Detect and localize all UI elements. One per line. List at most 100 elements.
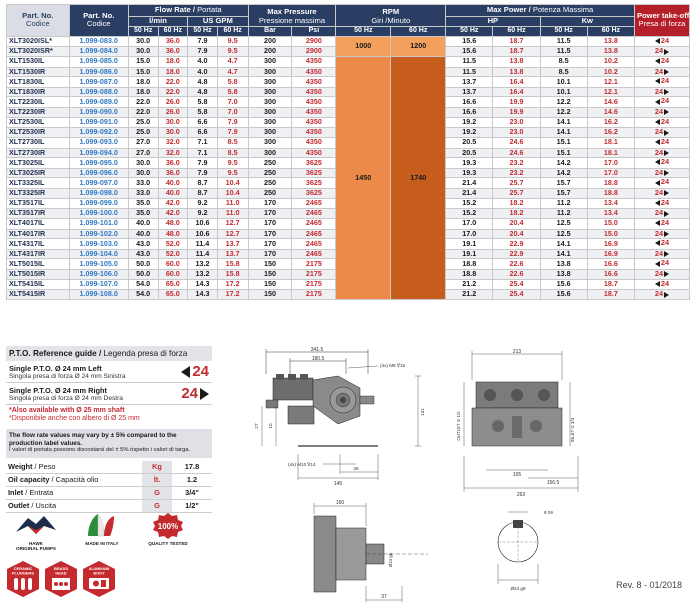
flow-lmin-60: 42.0 (157, 208, 189, 219)
power-kw-60: 12.1 (586, 86, 635, 98)
bolts-m8-label: (4x) M8 ∇15 (380, 363, 405, 368)
part-number: XLT2730IL (6, 136, 70, 149)
flow-gpm-60: 9.5 (216, 167, 249, 179)
flow-gpm-60: 13.7 (216, 248, 249, 260)
pressure-psi: 4350 (291, 127, 337, 138)
pto-right-icon: 24 (181, 385, 209, 402)
power-kw-50: 14.2 (539, 157, 588, 169)
unit-psi: Psi (291, 26, 337, 37)
power-hp-60: 16.4 (492, 76, 541, 88)
triangle-left-icon (654, 37, 660, 44)
part-number: XLT5015IR (6, 269, 70, 280)
power-kw-60: 16.2 (586, 127, 635, 138)
dim-156: 156.5 (547, 480, 560, 486)
triangle-right-icon (664, 89, 670, 95)
part-number: XLT5415IL (6, 278, 70, 291)
pto-right-row: Single P.T.O. Ø 24 mm Right Singola pres… (6, 383, 212, 405)
pressure-psi: 4350 (291, 66, 337, 77)
flow-gpm-50: 11.4 (187, 238, 218, 250)
pto-guide-title: P.T.O. Reference guide / Legenda presa d… (6, 346, 212, 361)
triangle-right-icon (664, 291, 670, 298)
pto-code: 24 (654, 289, 664, 299)
pressure-bar: 300 (247, 76, 293, 88)
flow-gpm-50: 4.0 (187, 66, 218, 77)
part-code: 1.099-105.0 (68, 258, 129, 270)
triangle-left-icon (654, 159, 660, 166)
pto-right-en: Single P.T.O. Ø 24 mm Right (9, 385, 108, 395)
pressure-psi: 2465 (291, 228, 337, 239)
hz-label: 60 Hz (586, 26, 635, 37)
triangle-left-icon (654, 98, 660, 105)
pto-cell: 24 (633, 188, 691, 199)
flow-lmin-60: 26.0 (157, 107, 189, 118)
quality-tested-badge: 100% QUALITY TESTED (138, 512, 198, 551)
shaft-diameter-label: Ø24 g6 (388, 552, 393, 567)
spec-value: 1.2 (172, 473, 212, 487)
part-code: 1.099-089.0 (68, 96, 129, 108)
power-kw-50: 14.2 (539, 167, 588, 179)
part-number: XLT3325IR (6, 188, 70, 199)
part-number: XLT3020ISL* (6, 35, 70, 48)
part-number: XLT3020ISR* (6, 46, 70, 57)
pto-code: 24 (660, 238, 670, 247)
flow-gpm-50: 7.1 (187, 136, 218, 149)
pto-cell: 24 (633, 228, 691, 239)
pto-code: 24 (654, 269, 664, 278)
power-kw-60: 12.1 (586, 76, 635, 88)
flow-gpm-50: 13.2 (187, 258, 218, 270)
flow-gpm-60: 7.9 (216, 127, 249, 138)
pressure-bar: 250 (247, 177, 293, 189)
flow-gpm-50: 4.0 (187, 55, 218, 68)
svg-text:CERAMIC: CERAMIC (14, 566, 33, 571)
power-hp-60: 13.8 (492, 55, 541, 68)
flow-lmin-50: 50.0 (127, 269, 159, 280)
quality-seal-icon: 100% (153, 513, 183, 539)
flow-lmin-60: 36.0 (157, 35, 189, 48)
triangle-right-icon (664, 48, 670, 55)
pressure-bar: 170 (247, 208, 293, 219)
flow-gpm-50: 7.9 (187, 157, 218, 169)
pressure-bar: 300 (247, 86, 293, 98)
flow-gpm-50: 7.1 (187, 147, 218, 158)
power-hp-60: 23.2 (492, 167, 541, 179)
pressure-psi: 2175 (291, 269, 337, 280)
pressure-bar: 250 (247, 167, 293, 179)
outlet-label: OUTLET G 1/2 (456, 411, 461, 441)
made-in-italy-badge: MADE IN ITALY (72, 512, 132, 551)
flow-lmin-50: 25.0 (127, 127, 159, 138)
triangle-left-icon (654, 280, 660, 287)
flow-lmin-60: 22.0 (157, 76, 189, 88)
power-hp-50: 21.4 (445, 188, 494, 199)
flow-lmin-50: 35.0 (127, 197, 159, 210)
power-kw-60: 13.4 (586, 208, 635, 219)
pto-cell: 24 (633, 136, 691, 149)
rpm-50-group1: 1000 (335, 35, 392, 57)
part-number: XLT3325IL (6, 177, 70, 189)
flow-lmin-60: 32.0 (157, 147, 189, 158)
part-number: XLT2730IR (6, 147, 70, 158)
flow-gpm-60: 7.0 (216, 96, 249, 108)
part-number: XLT1830IL (6, 76, 70, 88)
pto-cell: 24 (633, 269, 691, 280)
flow-gpm-60: 11.0 (216, 197, 249, 210)
power-kw-50: 8.5 (539, 66, 588, 77)
pto-code: 24 (654, 249, 664, 258)
flow-gpm-60: 4.7 (216, 55, 249, 68)
flow-gpm-50: 7.9 (187, 35, 218, 48)
pressure-psi: 2900 (291, 35, 337, 48)
dim-131: 131 (420, 408, 425, 416)
power-kw-50: 11.2 (539, 208, 588, 219)
part-code: 1.099-087.0 (68, 76, 129, 88)
flow-lmin-50: 22.0 (127, 107, 159, 118)
spec-unit: Kg (142, 460, 172, 474)
part-code: 1.099-092.0 (68, 127, 129, 138)
triangle-left-icon (654, 118, 660, 125)
power-hp-50: 19.3 (445, 157, 494, 169)
part-code: 1.099-101.0 (68, 217, 129, 230)
spec-unit: G (142, 486, 172, 500)
power-kw-50: 13.8 (539, 269, 588, 280)
pto-cell: 24 (633, 46, 691, 57)
